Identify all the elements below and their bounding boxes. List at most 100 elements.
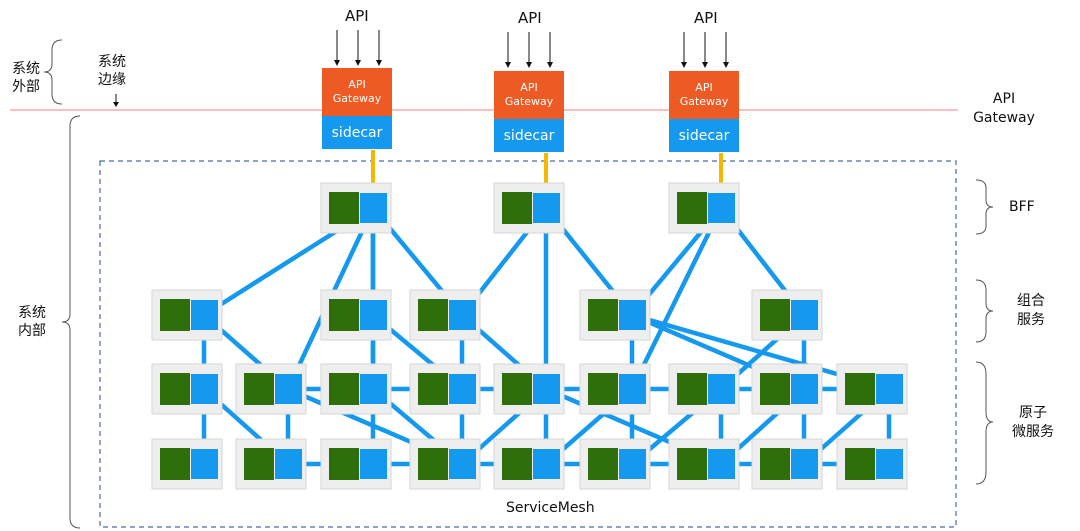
- service-block: [588, 299, 618, 331]
- sidecar-box: sidecar: [494, 119, 564, 152]
- service-mesh-label: ServiceMesh: [506, 500, 595, 516]
- mesh-link: [629, 205, 724, 392]
- sidecar-block: [191, 449, 218, 479]
- api-arrow-head: [526, 62, 532, 68]
- gateway-text-line2: Gateway: [679, 95, 729, 108]
- sidecar-block: [449, 374, 476, 404]
- api-arrow-head: [376, 60, 382, 66]
- sidecar-block: [449, 449, 476, 479]
- inside-label-line1: 系统: [18, 305, 46, 321]
- api-label-1: API: [345, 7, 369, 25]
- sidecar-block: [708, 374, 735, 404]
- gateway-tier-label: API Gateway: [972, 90, 1036, 128]
- service-block: [329, 448, 359, 480]
- sidecar-block: [533, 374, 560, 404]
- api-gateway-1: API Gateway sidecar: [322, 68, 392, 149]
- edge-label-line1: 系统: [98, 54, 126, 70]
- service-block: [244, 373, 274, 405]
- gateway-text-line2: Gateway: [332, 92, 382, 105]
- edge-label: 系统 边缘: [98, 53, 126, 89]
- service-block: [760, 448, 790, 480]
- sidecar-block: [533, 449, 560, 479]
- composite-brace: [975, 279, 994, 343]
- service-block: [160, 299, 190, 331]
- service-block: [588, 373, 618, 405]
- api-arrow-head: [334, 60, 340, 66]
- gateway-box: API Gateway: [322, 68, 392, 116]
- sidecar-block: [619, 300, 646, 330]
- bff-tier-label: BFF: [1009, 199, 1035, 215]
- api-arrow-head: [505, 62, 511, 68]
- api-arrow-head: [355, 60, 361, 66]
- service-block: [502, 448, 532, 480]
- service-block: [588, 448, 618, 480]
- sidecar-block: [275, 374, 302, 404]
- service-block: [160, 373, 190, 405]
- sidecar-block: [791, 374, 818, 404]
- api-arrow-head: [547, 62, 553, 68]
- outside-brace: [43, 39, 63, 105]
- sidecar-block: [708, 449, 735, 479]
- gateway-text-line1: API: [520, 81, 538, 94]
- service-block: [329, 192, 359, 224]
- service-block: [244, 448, 274, 480]
- service-block: [502, 192, 532, 224]
- api-arrows: [334, 30, 729, 68]
- edge-arrow-head: [113, 102, 119, 107]
- service-block: [418, 448, 448, 480]
- sidecar-block: [449, 300, 476, 330]
- api-arrow-head: [681, 62, 687, 68]
- atomic-tier-label-line1: 原子: [1019, 405, 1047, 421]
- sidecar-block: [533, 193, 560, 223]
- service-block: [329, 373, 359, 405]
- sidecar-block: [708, 193, 735, 223]
- gateway-text-line2: Gateway: [504, 95, 554, 108]
- sidecar-box: sidecar: [322, 116, 392, 149]
- sidecar-block: [791, 300, 818, 330]
- service-block: [160, 448, 190, 480]
- sidecar-block: [360, 300, 387, 330]
- inside-label: 系统 内部: [18, 304, 46, 340]
- api-label-2: API: [518, 9, 542, 27]
- gateway-text-line1: API: [348, 78, 366, 91]
- atomic-brace: [975, 361, 994, 485]
- service-block: [845, 448, 875, 480]
- sidecar-block: [275, 449, 302, 479]
- outside-label-line2: 外部: [12, 79, 40, 95]
- sidecar-block: [191, 300, 218, 330]
- atomic-tier-label-line2: 微服务: [1012, 424, 1054, 440]
- edge-label-line2: 边缘: [98, 72, 126, 88]
- gateway-box: API Gateway: [494, 71, 564, 119]
- atomic-tier-label: 原子 微服务: [1008, 404, 1058, 442]
- composite-tier-label-line2: 服务: [1017, 312, 1045, 328]
- service-block: [677, 192, 707, 224]
- sidecar-block: [619, 374, 646, 404]
- service-nodes: [151, 182, 908, 490]
- service-block: [677, 373, 707, 405]
- api-arrow-head: [723, 62, 729, 68]
- outside-label-line1: 系统: [12, 61, 40, 77]
- api-gateway-2: API Gateway sidecar: [494, 71, 564, 152]
- inside-brace: [61, 115, 81, 529]
- gateway-text-line1: API: [695, 81, 713, 94]
- gateway-box: API Gateway: [669, 71, 739, 119]
- sidecar-block: [191, 374, 218, 404]
- inside-label-line2: 内部: [18, 323, 46, 339]
- sidecar-block: [876, 449, 903, 479]
- service-block: [760, 299, 790, 331]
- api-gateway-3: API Gateway sidecar: [669, 71, 739, 152]
- sidecar-block: [876, 374, 903, 404]
- service-block: [418, 373, 448, 405]
- service-mesh-boundary: [99, 160, 957, 528]
- service-block: [418, 299, 448, 331]
- api-label-3: API: [694, 9, 718, 27]
- sidecar-block: [360, 193, 387, 223]
- service-block: [677, 448, 707, 480]
- gateway-tier-label-line1: API: [992, 91, 1016, 107]
- gateway-tier-label-line2: Gateway: [973, 110, 1035, 126]
- sidecar-block: [791, 449, 818, 479]
- bff-brace: [975, 179, 994, 235]
- api-arrow-head: [702, 62, 708, 68]
